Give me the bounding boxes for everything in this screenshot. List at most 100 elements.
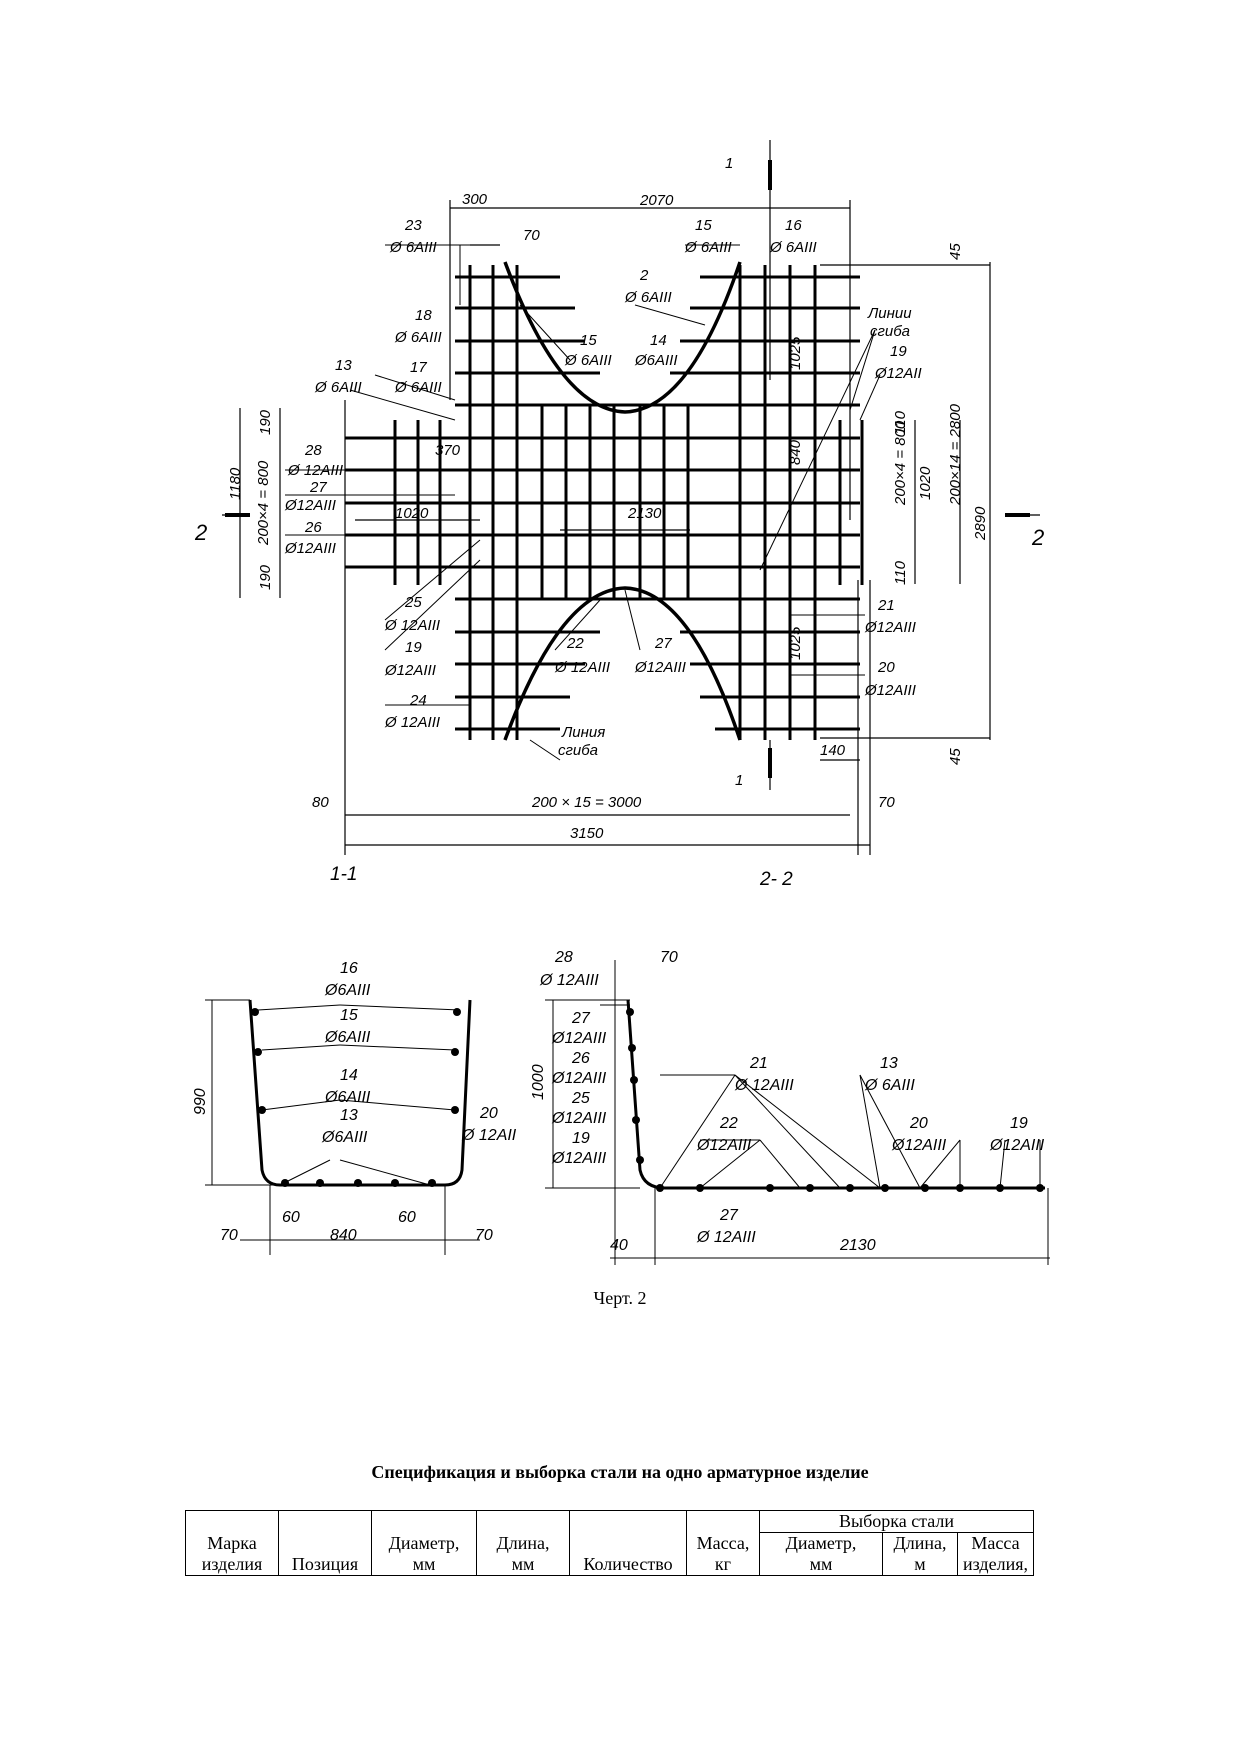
pos-19: 19 [890, 343, 907, 360]
s11-dim-990: 990 [192, 1088, 209, 1115]
s22-pos-20-spec: Ø12AIII [891, 1137, 947, 1154]
section-2-2-dots [626, 1008, 1044, 1192]
dim-840: 840 [787, 439, 804, 465]
dim-1025-top: 1025 [787, 336, 804, 370]
dim-110-top: 110 [892, 410, 909, 435]
pos-25: 25 [404, 594, 422, 611]
pos-19b-spec: Ø12AIII [384, 662, 436, 679]
dim-190-bottom: 190 [257, 564, 274, 590]
dim-80: 80 [312, 794, 329, 811]
dim-1180: 1180 [227, 467, 244, 500]
s22-pos-19-spec: Ø12AIII [551, 1150, 607, 1167]
pos-23: 23 [404, 217, 422, 234]
s22-pos-28-spec: Ø 12AIII [539, 972, 599, 989]
bend-lines-label: Линии [867, 305, 912, 322]
s22-pos-26-spec: Ø12AIII [551, 1070, 607, 1087]
s11-pos-16-spec: Ø6AIII [324, 982, 371, 999]
s11-dim-70-right: 70 [475, 1227, 493, 1244]
col-position: Позиция [278, 1510, 372, 1576]
s22-pos-22: 22 [719, 1115, 738, 1132]
pos-22: 22 [566, 635, 584, 652]
dim-110-bottom: 110 [892, 560, 909, 585]
bend-line-label: Линия [561, 724, 605, 741]
pos-23-spec: Ø 6AIII [389, 239, 437, 256]
s11-pos-20: 20 [479, 1105, 498, 1122]
col-length: Длина,мм [476, 1510, 570, 1576]
section-2-right: 2 [1031, 525, 1044, 550]
s22-pos-19b-spec: Ø12AIII [989, 1137, 1045, 1154]
s22-pos-13: 13 [880, 1055, 898, 1072]
pos-17: 17 [410, 359, 427, 376]
pos-19b: 19 [405, 639, 422, 656]
dim-2070: 2070 [639, 192, 674, 209]
dim-140: 140 [820, 742, 846, 759]
pos-16-spec: Ø 6AIII [769, 239, 817, 256]
bend-lines-label-2: сгиба [870, 323, 910, 340]
pos-15-spec: Ø 6AIII [684, 239, 732, 256]
dimension-lines [222, 140, 1040, 855]
s22-pos-25: 25 [571, 1090, 590, 1107]
col-mass: Масса,кг [686, 1510, 760, 1576]
s11-pos-13: 13 [340, 1107, 358, 1124]
s11-dim-60-left: 60 [282, 1209, 300, 1226]
dim-45-bottom: 45 [947, 748, 964, 765]
pos-27-spec: Ø12AIII [284, 497, 336, 514]
pos-22-spec: Ø 12AIII [554, 659, 610, 676]
dim-370: 370 [435, 442, 461, 459]
sub-col-diameter: Диаметр,мм [759, 1532, 883, 1576]
pos-27b: 27 [654, 635, 672, 652]
dim-1020: 1020 [395, 505, 429, 522]
dim-1025-bottom: 1025 [787, 626, 804, 660]
section-2-2 [545, 960, 1050, 1265]
pos-2-spec: Ø 6AIII [624, 289, 672, 306]
s22-pos-19b: 19 [1010, 1115, 1028, 1132]
pos-28-spec: Ø 12AIII [287, 462, 343, 479]
dim-300: 300 [462, 191, 488, 208]
section-2-left: 2 [194, 520, 207, 545]
s22-pos-27-spec: Ø12AIII [551, 1030, 607, 1047]
dim-45-top: 45 [947, 243, 964, 260]
pos-27b-spec: Ø12AIII [634, 659, 686, 676]
figure-caption: Черт. 2 [593, 1288, 647, 1308]
s11-dim-70-left: 70 [220, 1227, 238, 1244]
pos-28: 28 [304, 442, 322, 459]
s11-pos-20-spec: Ø 12AII [461, 1127, 517, 1144]
pos-18: 18 [415, 307, 432, 324]
s11-pos-15-spec: Ø6AIII [324, 1029, 371, 1046]
s11-pos-15: 15 [340, 1007, 358, 1024]
technical-drawing: 300 2070 70 23 Ø 6AIII 15 Ø 6AIII 16 Ø 6… [192, 140, 1050, 1265]
dim-70: 70 [523, 227, 540, 244]
section-1-bottom: 1 [735, 772, 743, 789]
col-quantity: Количество [569, 1510, 687, 1576]
pos-26-spec: Ø12AIII [284, 540, 336, 557]
s22-pos-26: 26 [571, 1050, 590, 1067]
pos-25-spec: Ø 12AIII [384, 617, 440, 634]
dim-200x4-left: 200×4 = 800 [255, 460, 272, 546]
dim-2130: 2130 [627, 505, 662, 522]
s11-pos-14: 14 [340, 1067, 358, 1084]
reinforcement-grid [345, 261, 864, 741]
col-diameter: Диаметр,мм [371, 1510, 477, 1576]
pos-21: 21 [877, 597, 895, 614]
section-1-1-title: 1-1 [330, 864, 357, 885]
leader-lines [285, 244, 881, 761]
pos-13-spec: Ø 6AIII [314, 379, 362, 396]
pos-16: 16 [785, 217, 802, 234]
s22-pos-20: 20 [909, 1115, 928, 1132]
pos-18-spec: Ø 6AIII [394, 329, 442, 346]
dim-200x14: 200×14 = 2800 [947, 403, 964, 506]
s11-dim-60-right: 60 [398, 1209, 416, 1226]
s11-dim-840: 840 [330, 1227, 357, 1244]
pos-27: 27 [309, 479, 327, 496]
dim-1020-right: 1020 [917, 466, 934, 500]
dim-70b: 70 [878, 794, 895, 811]
s22-pos-27b: 27 [719, 1207, 739, 1224]
col-group-steel-selection: Выборка стали [759, 1510, 1034, 1533]
s11-pos-13-spec: Ø6AIII [321, 1129, 368, 1146]
spec-title: Спецификация и выборка стали на одно арм… [371, 1462, 869, 1482]
s22-pos-27: 27 [571, 1010, 591, 1027]
pos-15: 15 [695, 217, 712, 234]
